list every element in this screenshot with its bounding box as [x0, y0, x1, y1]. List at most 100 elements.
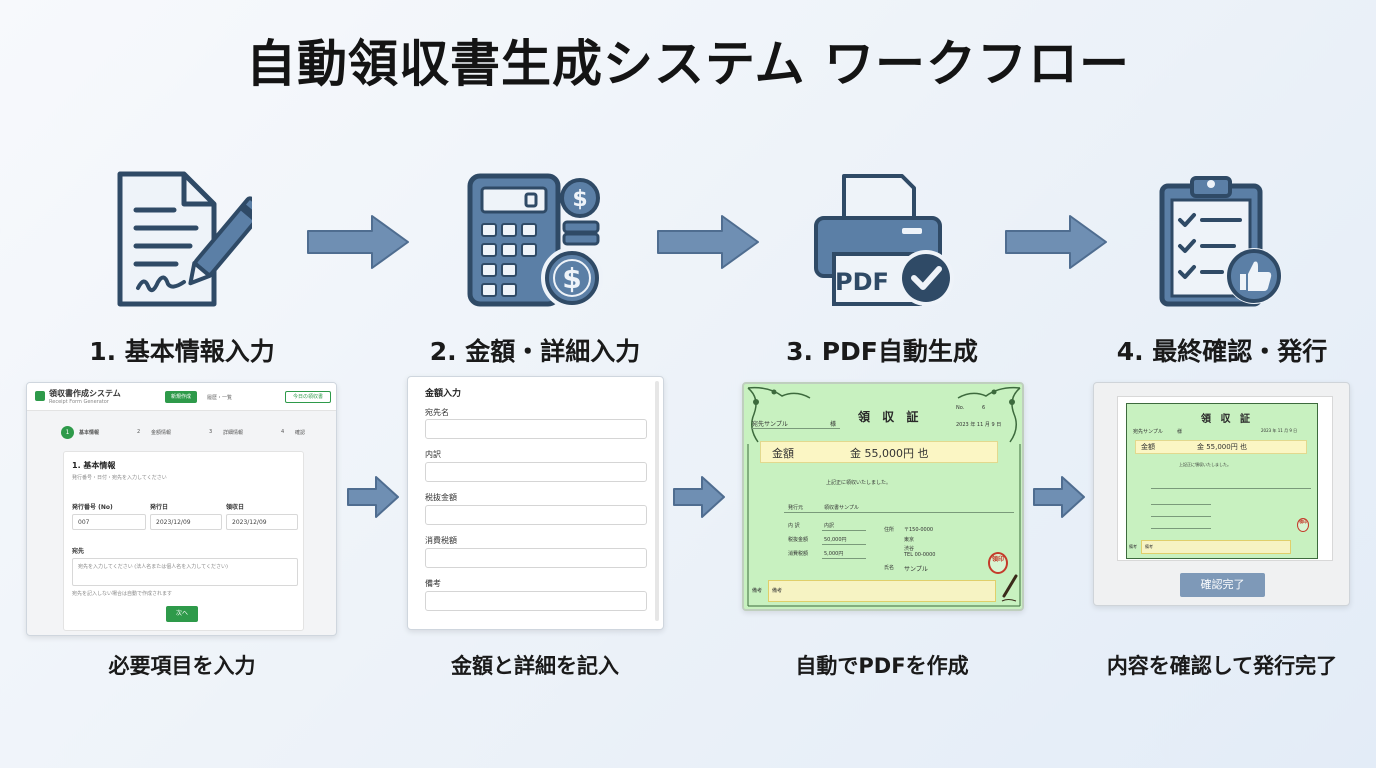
issue-number-label: 発行番号 (No): [72, 504, 113, 511]
row-0-field: 住所: [884, 527, 895, 533]
tax-amount-input[interactable]: [425, 548, 647, 568]
app-name: 領収書作成システム: [49, 389, 121, 398]
amount-form-title: 金額入力: [425, 389, 462, 399]
final-confirm-panel: 領 収 証 宛先サンプル 様 2023 年 11 月 9 日 金額 金 55,0…: [1093, 382, 1350, 606]
generated-receipt: 宛先サンプル 様 領 収 証 No. 6 2023 年 11 月 9 日 金額 …: [742, 382, 1024, 611]
recipient-name-label: 宛先名: [425, 408, 449, 417]
stepper-label-1: 基本情報: [79, 430, 100, 436]
arrow-right-icon: [657, 215, 759, 269]
basic-info-card: 1. 基本情報 発行番号・日付・宛先を入力してください 発行番号 (No) 00…: [63, 451, 304, 631]
preview-seal-stamp: 領印: [1297, 518, 1309, 532]
row-1-detail: 東京: [904, 537, 915, 543]
preview-date: 2023 年 11 月 9 日: [1261, 428, 1298, 433]
receipt-date-label: 領収日: [226, 504, 245, 511]
recipient-note: 宛先を記入しない場合は自動で作成されます: [72, 591, 173, 597]
step-1-title: 1. 基本情報入力: [89, 337, 275, 366]
pretax-amount-label: 税抜金額: [425, 493, 457, 502]
seal-stamp: 領印: [988, 552, 1008, 574]
svg-text:$: $: [572, 187, 587, 212]
memo-label: 備考: [752, 588, 763, 594]
preview-amount-box: [1135, 440, 1307, 454]
clipboard-thumbs-up-icon: [1159, 176, 1282, 307]
printer-pdf-check-icon: PDF: [814, 174, 954, 306]
breakdown-input[interactable]: [425, 462, 647, 482]
card-subtitle: 発行番号・日付・宛先を入力してください: [72, 475, 167, 481]
tax-amount-label: 消費税額: [425, 536, 457, 545]
row-1-label: 税抜金額: [788, 537, 809, 543]
preview-line: [1151, 488, 1311, 489]
receipt-preview: 領 収 証 宛先サンプル 様 2023 年 11 月 9 日 金額 金 55,0…: [1126, 403, 1318, 559]
page-title: 自動領収書生成システム ワークフロー: [246, 35, 1130, 93]
stepper-num-2: 2: [137, 429, 141, 435]
issue-number-input[interactable]: 007: [72, 514, 146, 530]
step-1-caption: 必要項目を入力: [108, 654, 256, 678]
row-0-underline: [822, 530, 866, 531]
step-4-title: 4. 最終確認・発行: [1116, 337, 1328, 366]
amount-label: 金額: [772, 447, 794, 460]
row-0-value: 内訳: [824, 523, 835, 529]
recipient-underline: [752, 428, 840, 429]
row-4-field: 氏名: [884, 565, 895, 571]
pen-icon: [1001, 574, 1018, 602]
preview-title: 領 収 証: [1201, 414, 1253, 425]
pretax-amount-input[interactable]: [425, 505, 647, 525]
app-subtitle: Receipt Form Generator: [49, 399, 109, 405]
row-1-value: 50,000円: [824, 537, 847, 543]
new-receipt-button[interactable]: 新規作成: [165, 391, 197, 403]
receipt-title: 領 収 証: [858, 410, 923, 424]
recipient-name-input[interactable]: [425, 419, 647, 439]
step-4-caption: 内容を確認して発行完了: [1106, 654, 1338, 678]
issuer-label: 発行元: [788, 505, 804, 511]
memo-input[interactable]: [425, 591, 647, 611]
arrow-right-icon: [307, 215, 409, 269]
preview-honorific: 様: [1177, 429, 1183, 435]
amount-box: [760, 441, 998, 463]
card-title: 1. 基本情報: [72, 461, 116, 470]
arrow-right-icon: [1005, 215, 1107, 269]
app-header: 領収書作成システム Receipt Form Generator 新規作成 履歴…: [27, 383, 336, 411]
row-0-label: 内 訳: [788, 523, 800, 529]
today-receipt-button[interactable]: 今日の領収書: [285, 391, 331, 403]
calculator-dollar-icon: $ $: [467, 173, 603, 309]
row-2-detail: 渋谷: [904, 546, 915, 552]
history-link[interactable]: 履歴・一覧: [207, 395, 233, 401]
preview-line: [1151, 504, 1211, 505]
receipt-recipient: 宛先サンプル: [752, 421, 788, 428]
preview-line: [1151, 516, 1211, 517]
memo-label: 備考: [425, 579, 441, 588]
document-pen-icon: [117, 171, 252, 307]
arrow-right-icon: [1033, 476, 1085, 518]
receipt-no-value: 6: [982, 405, 986, 411]
svg-text:PDF: PDF: [835, 268, 889, 296]
receipt-date-input[interactable]: 2023/12/09: [226, 514, 298, 530]
preview-note: 上記正に領収いたしました。: [1179, 462, 1231, 467]
preview-recipient: 宛先サンプル: [1133, 429, 1163, 435]
arrow-right-icon: [347, 476, 399, 518]
stepper-dot-1[interactable]: 1: [61, 426, 74, 439]
row-2-underline: [822, 558, 866, 559]
confirm-complete-button[interactable]: 確認完了: [1180, 573, 1265, 597]
scrollbar[interactable]: [655, 381, 659, 621]
amount-form-panel: 金額入力 宛先名 内訳 税抜金額 消費税額 備考: [407, 376, 664, 630]
preview-memo-box: [1141, 540, 1291, 554]
preview-amount-value: 金 55,000円 也: [1197, 443, 1247, 451]
stepper-label-3: 詳細情報: [223, 430, 244, 436]
issue-date-label: 発行日: [150, 504, 169, 511]
issue-date-input[interactable]: 2023/12/09: [150, 514, 222, 530]
recipient-label: 宛先: [72, 548, 85, 555]
row-2-label: 消費税額: [788, 551, 809, 557]
preview-line: [1151, 528, 1211, 529]
preview-memo-value: 備考: [1145, 544, 1153, 549]
basic-info-form-panel: 領収書作成システム Receipt Form Generator 新規作成 履歴…: [26, 382, 337, 636]
stepper-num-3: 3: [209, 429, 213, 435]
step-2-title: 2. 金額・詳細入力: [429, 337, 641, 366]
stepper-label-4: 確認: [295, 430, 306, 436]
receipt-date: 2023 年 11 月 9 日: [956, 422, 1002, 428]
stepper-num-4: 4: [281, 429, 285, 435]
memo-value: 備考: [772, 588, 783, 594]
recipient-textarea[interactable]: 宛先を入力してください (法人名または個人名を入力してください): [72, 558, 298, 586]
row-0-detail: 〒150-0000: [904, 527, 934, 533]
row-3-detail: TEL 00-0000: [904, 552, 936, 558]
issuer-name: 領収書サンプル: [824, 505, 859, 511]
next-button[interactable]: 次へ: [166, 606, 198, 622]
